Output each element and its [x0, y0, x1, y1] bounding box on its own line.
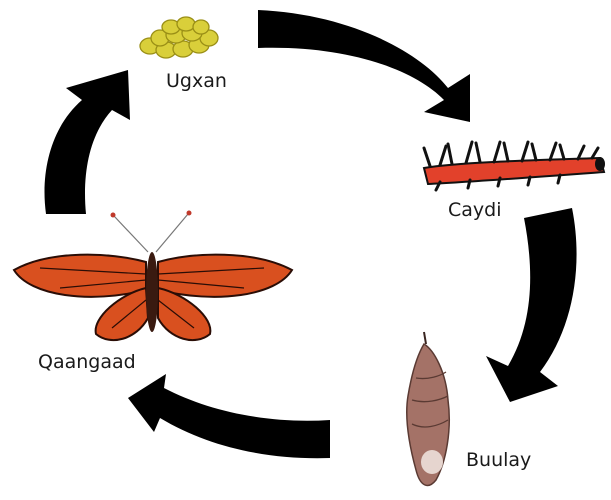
stage-label-pupa: Buulay — [466, 451, 531, 470]
stage-label-egg: Ugxan — [166, 72, 227, 91]
stage-label-adult: Qaangaad — [38, 353, 136, 372]
stage-label-larva: Caydi — [448, 201, 502, 220]
